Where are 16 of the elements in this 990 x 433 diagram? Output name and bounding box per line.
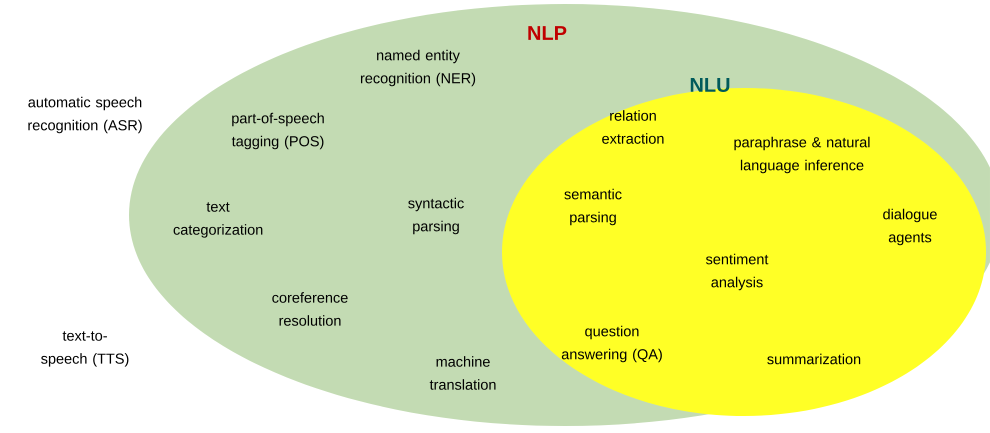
term-label: relation extraction (602, 110, 664, 144)
term-label: syntactic parsing (408, 198, 464, 234)
term-label: sentiment analysis (706, 254, 768, 290)
term-label: coreference resolution (272, 292, 348, 326)
term-label: paraphrase & natural language inference (734, 136, 870, 174)
term-label: automatic speech recognition (ASR) (28, 96, 142, 134)
term-label: text-to-speech (TTS) (41, 331, 128, 367)
region-title: NLU (690, 78, 730, 92)
region-title: NLP (528, 26, 566, 40)
term-label: question answering (QA) (562, 326, 662, 362)
term-label: semantic parsing (564, 188, 622, 226)
term-label: text categorization (174, 202, 262, 238)
term-label: part-of-speech tagging (POS) (232, 112, 324, 150)
term-label: dialogue agents (883, 208, 937, 246)
term-label: named entity recognition (NER) (360, 50, 476, 86)
term-label: summarization (767, 354, 860, 364)
